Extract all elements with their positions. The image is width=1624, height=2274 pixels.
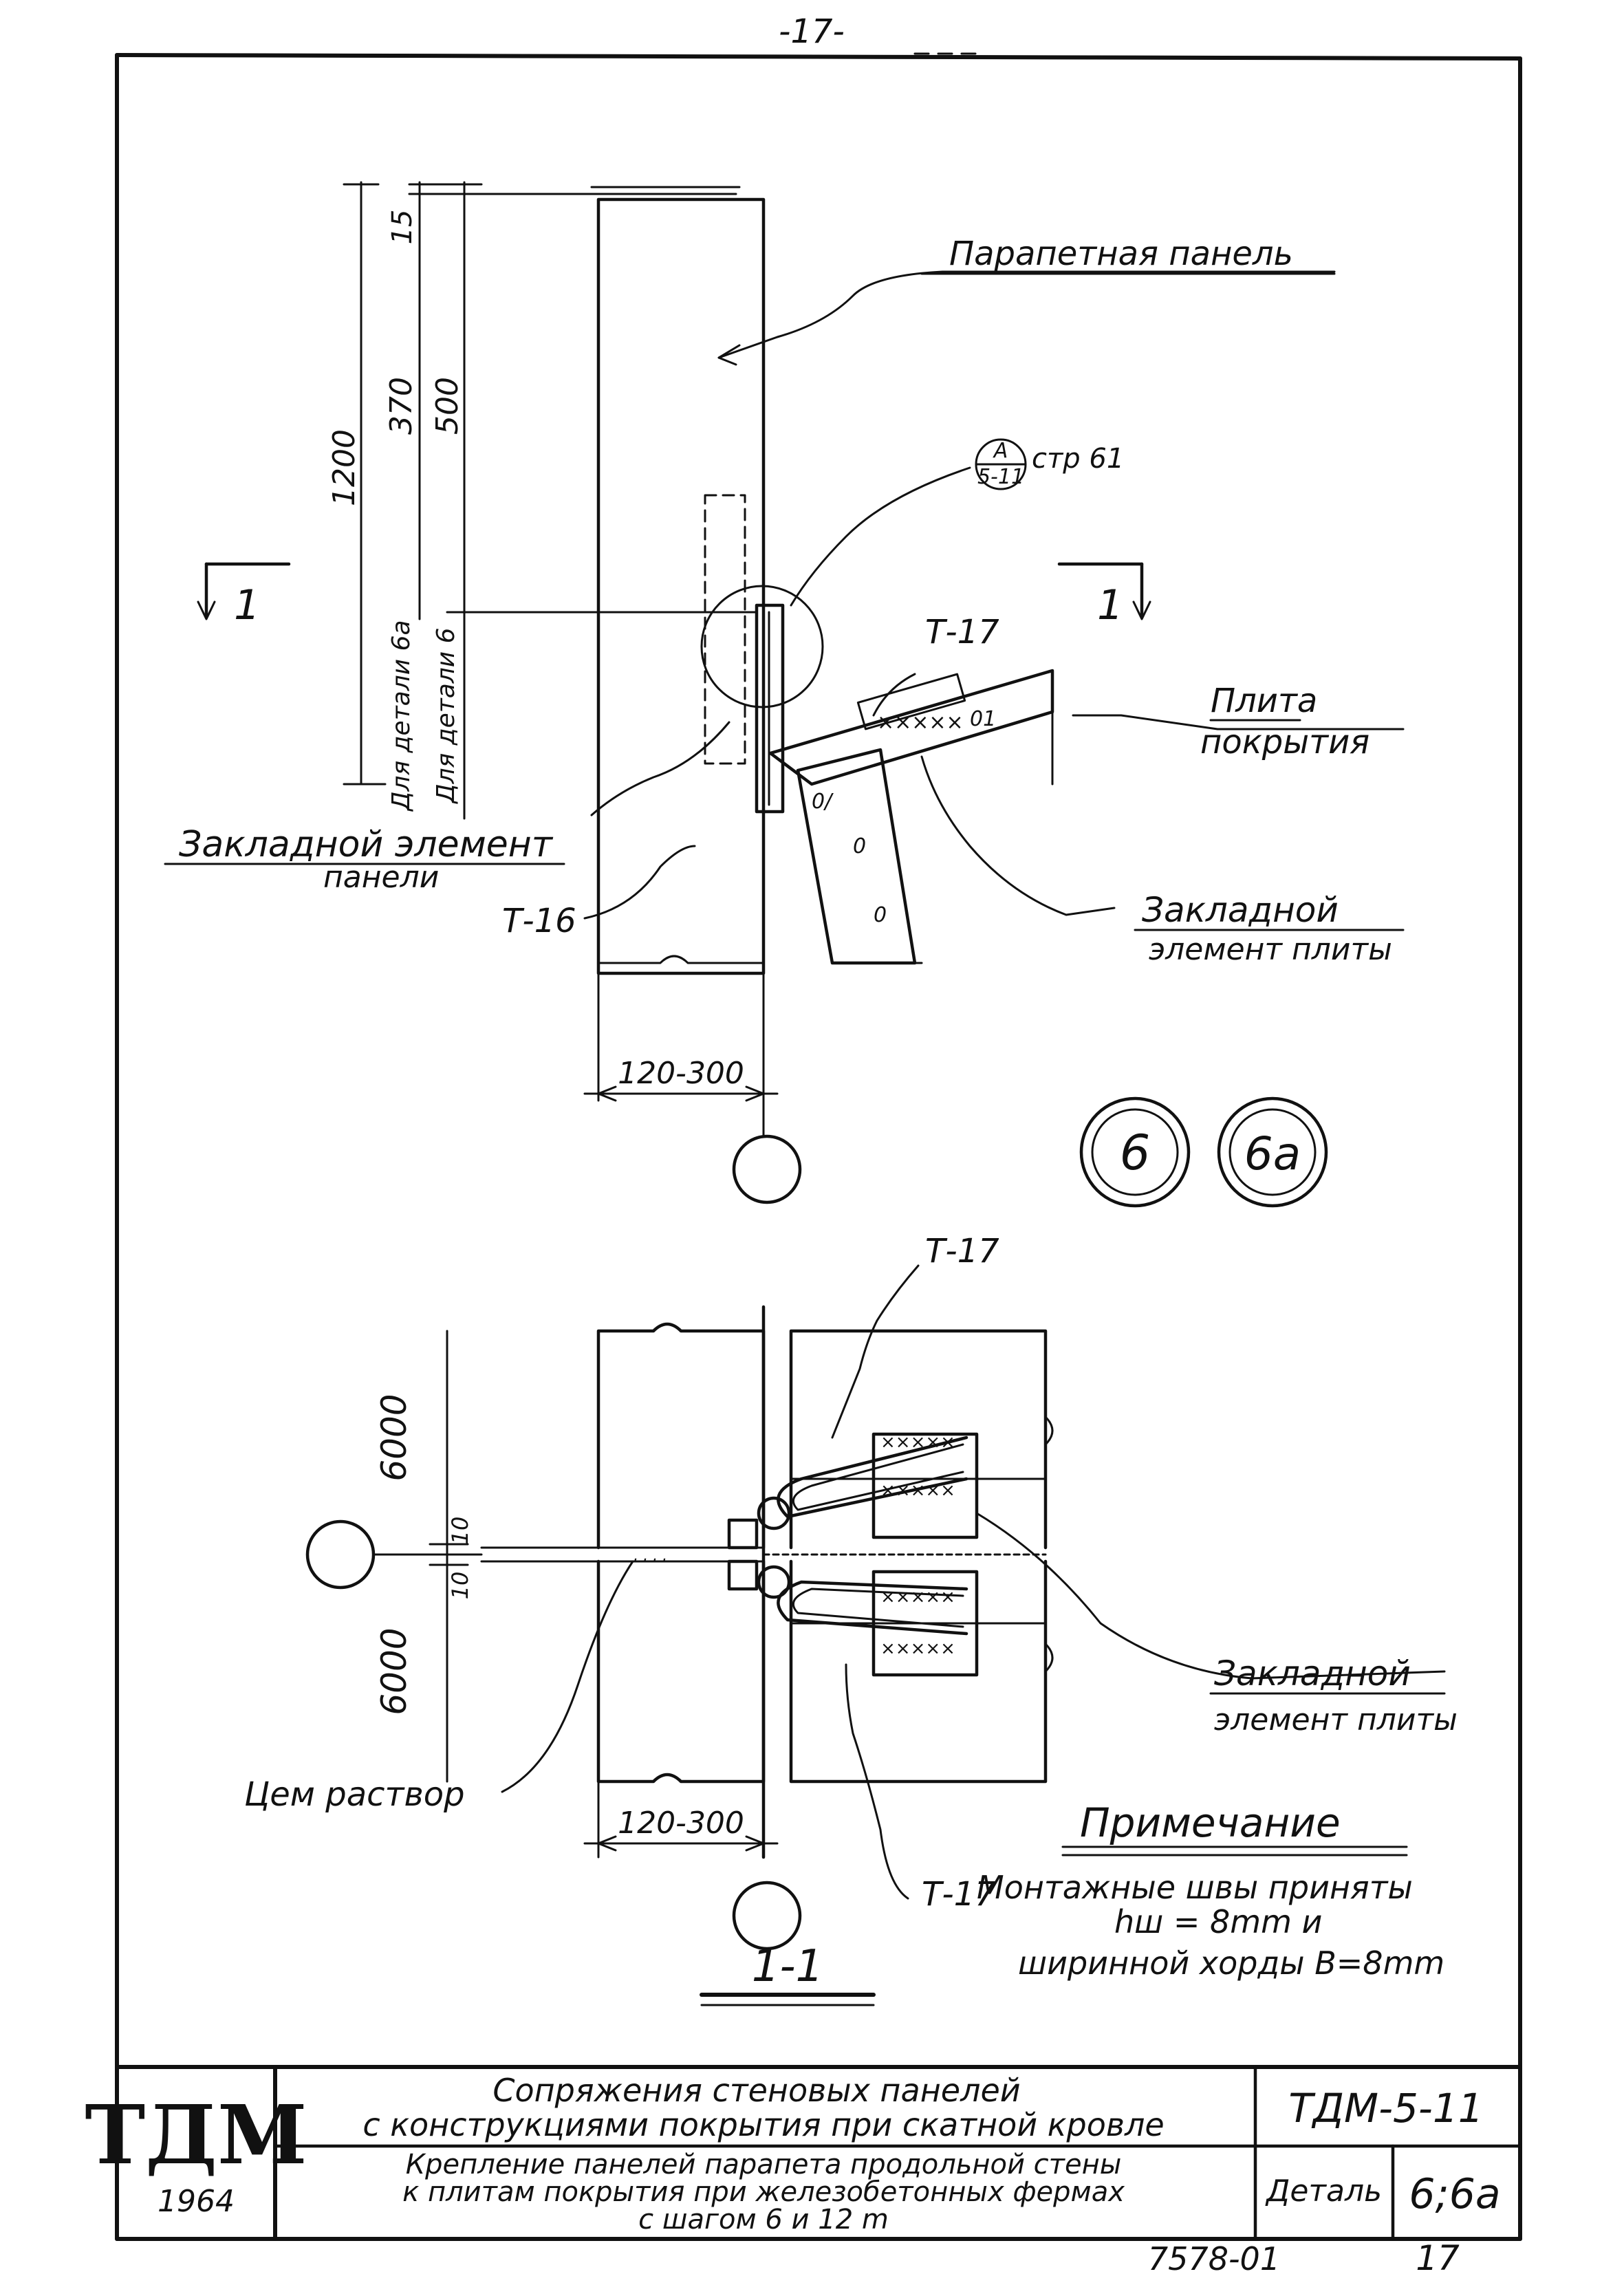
- section-title: 1-1: [752, 1941, 824, 1992]
- dim-500: 500: [430, 377, 465, 435]
- note-line1: Монтажные швы приняты: [977, 1869, 1413, 1906]
- dim-width-plan: 120-300: [618, 1806, 744, 1841]
- dim-15: 15: [387, 210, 418, 245]
- embed-panel-dashed: [704, 494, 746, 765]
- dim-10b: 10: [447, 1572, 473, 1600]
- sheet-frame: [115, 53, 1522, 2241]
- svg-text:0: 0: [874, 903, 887, 927]
- note: Примечание Монтажные швы приняты hш = 8m…: [977, 1799, 1444, 1982]
- label-embed-slab-plan-2: элемент плиты: [1214, 1702, 1458, 1737]
- desc-line3: с шагом 6 и 12 m: [638, 2204, 889, 2235]
- label-embed-slab-plan-1: Закладной: [1214, 1654, 1411, 1693]
- desc-line1: Крепление панелей парапета продольной ст…: [406, 2149, 1122, 2180]
- top-view: ××××× 01 0/ 0 0 15 370 500 1200 Для дета…: [164, 181, 1405, 1208]
- archive-number: 7578-01: [1148, 2240, 1280, 2274]
- dim-1200: 1200: [327, 429, 362, 506]
- parapet-panel: [596, 197, 766, 975]
- embed-slab-bottom: [871, 1570, 979, 1677]
- svg-text:стр 61: стр 61: [1032, 443, 1124, 475]
- label-slab-2: покрытия: [1200, 723, 1369, 761]
- embed-slab-top: [871, 1432, 979, 1539]
- axis-bubble-bottom: [732, 1881, 802, 1951]
- svg-text:0/: 0/: [812, 790, 834, 814]
- label-t17-top: Т-17: [925, 613, 999, 651]
- label-t17-plan-bottom: Т-17: [922, 1875, 996, 1914]
- svg-text:5-11: 5-11: [977, 465, 1024, 489]
- section-mark-right: 1: [1057, 562, 1151, 629]
- label-embed-panel-1: Закладной элемент: [179, 824, 554, 865]
- label-slab: Плита: [1211, 682, 1317, 720]
- dim-detail-6a: Для детали 6а: [387, 620, 415, 812]
- label-mortar: Цем раствор: [244, 1775, 465, 1814]
- dim-6000-bottom: 6000: [374, 1627, 414, 1715]
- page-number: -17-: [779, 12, 845, 51]
- svg-text:A: A: [993, 439, 1008, 463]
- detail-value: 6;6а: [1409, 2170, 1500, 2218]
- label-t16: Т-16: [502, 902, 576, 940]
- axis-bubble-top: [732, 1134, 802, 1204]
- dim-6000-top: 6000: [374, 1394, 414, 1481]
- detail-circle: [700, 585, 824, 708]
- svg-text:6а: 6а: [1244, 1127, 1301, 1180]
- dim-370: 370: [384, 377, 419, 435]
- dim-10a: 10: [447, 1517, 473, 1545]
- svg-text:01: 01: [970, 707, 996, 731]
- ref-bubble: A 5-11 стр 61: [975, 438, 1124, 490]
- label-t17-plan-top: Т-17: [925, 1232, 999, 1270]
- svg-text:0: 0: [853, 834, 866, 858]
- dim-detail-6: Для детали 6: [432, 627, 460, 804]
- svg-text:· · · ·: · · · ·: [633, 1552, 667, 1569]
- detail-markers: 6 6а: [1079, 1096, 1328, 1208]
- dim-width-top: 120-300: [618, 1056, 744, 1091]
- section-mark-left: 1: [197, 562, 291, 629]
- roof-slab: ××××× 01 0/ 0 0: [768, 669, 1054, 965]
- label-embed-slab-1: Закладной: [1142, 890, 1339, 930]
- svg-text:1: 1: [1097, 581, 1123, 629]
- label-embed-slab-2: элемент плиты: [1149, 932, 1392, 967]
- desc-line2: к плитам покрытия при железобетонных фер…: [402, 2176, 1125, 2208]
- logo: ТДМ: [85, 2087, 307, 2183]
- label-embed-panel-2: панели: [323, 860, 439, 895]
- label-parapet-panel: Парапетная панель: [949, 235, 1293, 273]
- svg-text:×××××: ×××××: [880, 1638, 955, 1659]
- title-line1: Сопряжения стеновых панелей: [492, 2072, 1020, 2109]
- svg-text:1: 1: [234, 581, 260, 629]
- title-block: ТДМ 1964 Сопряжения стеновых панелей с к…: [85, 2065, 1522, 2241]
- sheet-number: 17: [1416, 2238, 1460, 2274]
- note-line2: hш = 8mm и: [1114, 1903, 1322, 1940]
- axis-bubble-left: [305, 1519, 376, 1590]
- top-dimensions: 15 370 500 1200 Для детали 6а Для детали…: [327, 181, 758, 820]
- plan-view: · · · · ××××× ××××× ××××× ××××× 6000 600…: [244, 1232, 1458, 2006]
- year: 1964: [158, 2184, 235, 2219]
- note-line3: ширинной хорды В=8mm: [1018, 1945, 1444, 1982]
- svg-text:×××××: ×××××: [880, 1587, 955, 1607]
- note-title: Примечание: [1080, 1799, 1341, 1846]
- svg-text:6: 6: [1120, 1125, 1151, 1181]
- title-line2: с конструкциями покрытия при скатной кро…: [362, 2106, 1164, 2143]
- detail-label: Деталь: [1265, 2174, 1382, 2209]
- code: ТДМ-5-11: [1288, 2085, 1483, 2132]
